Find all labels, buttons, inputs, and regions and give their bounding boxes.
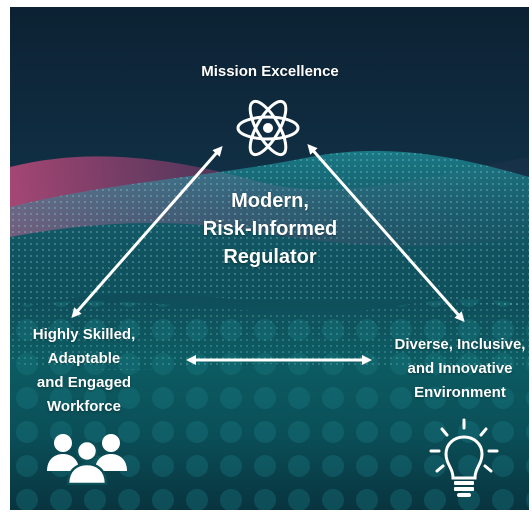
environment-label: Diverse, Inclusive, and Innovative Envir…	[375, 333, 529, 405]
workforce-label-line-3: and Engaged	[36, 374, 132, 391]
environment-label-line-3: Environment	[414, 384, 506, 401]
arrow-top-left	[71, 145, 223, 319]
atom-icon	[236, 99, 300, 157]
environment-label-line-2: and Innovative	[407, 360, 513, 377]
people-icon	[47, 434, 127, 485]
workforce-label-line-1: Highly Skilled,	[32, 326, 136, 343]
center-label: Modern, Risk-Informed Regulator	[170, 187, 370, 271]
arrow-top-right	[307, 144, 465, 322]
lightbulb-icon	[429, 418, 499, 497]
workforce-label: Highly Skilled, Adaptable and Engaged Wo…	[10, 323, 164, 419]
connector-arrows	[71, 144, 465, 365]
workforce-label-line-4: Workforce	[47, 398, 121, 415]
mission-excellence-label: Mission Excellence	[201, 63, 339, 80]
center-label-line-2: Risk-Informed	[202, 218, 338, 240]
environment-label-line-1: Diverse, Inclusive,	[394, 336, 526, 353]
workforce-label-line-2: Adaptable	[47, 350, 121, 367]
diagram-canvas: Mission Excellence Modern, Risk-Informed…	[10, 7, 529, 510]
center-label-line-3: Regulator	[223, 246, 317, 268]
center-label-line-1: Modern,	[231, 190, 309, 212]
